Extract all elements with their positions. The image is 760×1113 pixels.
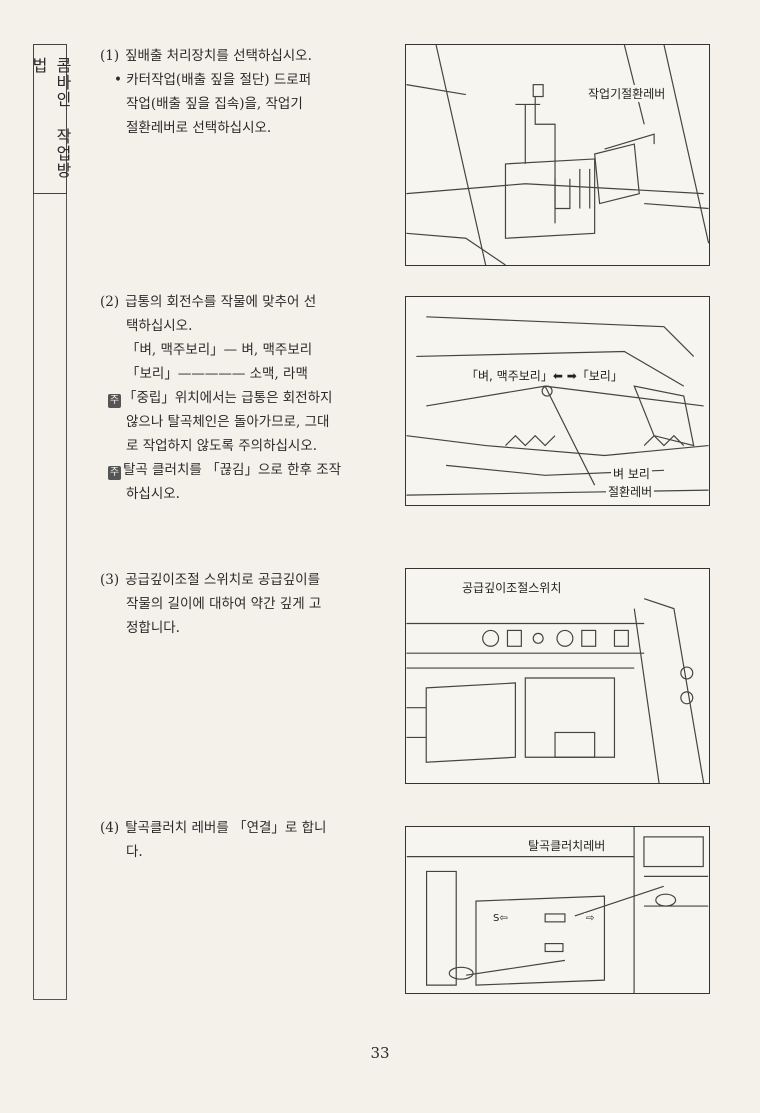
step-text: 「보리」————— 소맥, 라맥 — [126, 366, 308, 382]
step-text: 택하십시오. — [126, 318, 193, 334]
note-text: 「중립」위치에서는 급통은 회전하지 — [123, 390, 333, 406]
caution-icon: 주 — [108, 394, 121, 408]
step-4: (4) 탈곡클러치 레버를 「연결」로 합니 다. — [100, 816, 370, 864]
speed-lever-drawing — [406, 316, 709, 496]
step-text: 짚배출 처리장치를 선택하십시오. — [125, 48, 312, 64]
callout-label: 벼 보리 — [611, 465, 652, 482]
step-bullet-line: 절환레버로 선택하십시오. — [126, 120, 272, 136]
step-text: 정합니다. — [126, 620, 180, 636]
figure-3-depth-switch-illustration: 공급깊이조절스위치 — [405, 568, 710, 784]
step-number: (2) — [100, 294, 120, 310]
page-number: 33 — [370, 1044, 390, 1062]
step-2: (2) 급통의 회전수를 작물에 맞추어 선 택하십시오. 「벼, 맥주보리」— … — [100, 290, 370, 506]
callout-label: 작업기절환레버 — [586, 85, 668, 102]
clutch-lever-drawing — [406, 827, 709, 993]
step-3: (3) 공급깊이조절 스위치로 공급깊이를 작물의 길이에 대하여 약간 깊게 고… — [100, 568, 370, 640]
callout-label: 「벼, 맥주보리」⬅ ➡「보리」 — [464, 367, 625, 384]
step-text: 공급깊이조절 스위치로 공급깊이를 — [125, 572, 321, 588]
callout-label: 탈곡클러치레버 — [526, 837, 608, 854]
chapter-label: 콤바인 작업방법 — [29, 57, 72, 179]
caution-icon: 주 — [108, 466, 121, 480]
depth-switch-drawing — [406, 598, 705, 783]
note-text: 하십시오. — [126, 486, 180, 502]
step-number: (3) — [100, 572, 120, 588]
callout-label: 공급깊이조절스위치 — [460, 579, 564, 596]
callout-label: ⇨ — [584, 913, 597, 924]
step-1: (1) 짚배출 처리장치를 선택하십시오. • 카터작업(배출 짚을 절단) 드로… — [100, 44, 370, 140]
step-bullet-line: 작업(배출 짚을 집속)을, 작업기 — [126, 96, 303, 112]
step-number: (4) — [100, 820, 120, 836]
step-number: (1) — [100, 48, 120, 64]
note-text: 로 작업하지 않도록 주의하십시오. — [126, 438, 318, 454]
note-text: 않으나 탈곡체인은 돌아가므로, 그대 — [126, 414, 330, 430]
chapter-label-box: 콤바인 작업방법 — [29, 44, 72, 194]
note-text: 탈곡 클러치를 「끊김」으로 한후 조작 — [123, 462, 342, 478]
step-text: 탈곡클러치 레버를 「연결」로 합니 — [125, 820, 327, 836]
callout-label: 절환레버 — [606, 483, 655, 500]
figure-2-speed-lever-illustration: 「벼, 맥주보리」⬅ ➡「보리」 벼 보리 절환레버 — [405, 296, 710, 506]
callout-label: S⇦ — [491, 913, 510, 924]
step-text: 작물의 길이에 대하여 약간 깊게 고 — [126, 596, 322, 612]
step-text: 「벼, 맥주보리」— 벼, 맥주보리 — [126, 342, 313, 358]
step-text: 급통의 회전수를 작물에 맞추어 선 — [125, 294, 317, 310]
figure-1-lever-illustration: 작업기절환레버 — [405, 44, 710, 266]
side-tab: 콤바인 작업방법 — [29, 44, 72, 1000]
step-text: 다. — [126, 844, 143, 860]
step-bullet-line: • 카터작업(배출 짚을 절단) 드로퍼 — [114, 72, 312, 88]
figure-4-clutch-lever-illustration: 탈곡클러치레버 S⇦ ⇨ — [405, 826, 710, 994]
lever-illustration-drawing — [406, 45, 709, 265]
